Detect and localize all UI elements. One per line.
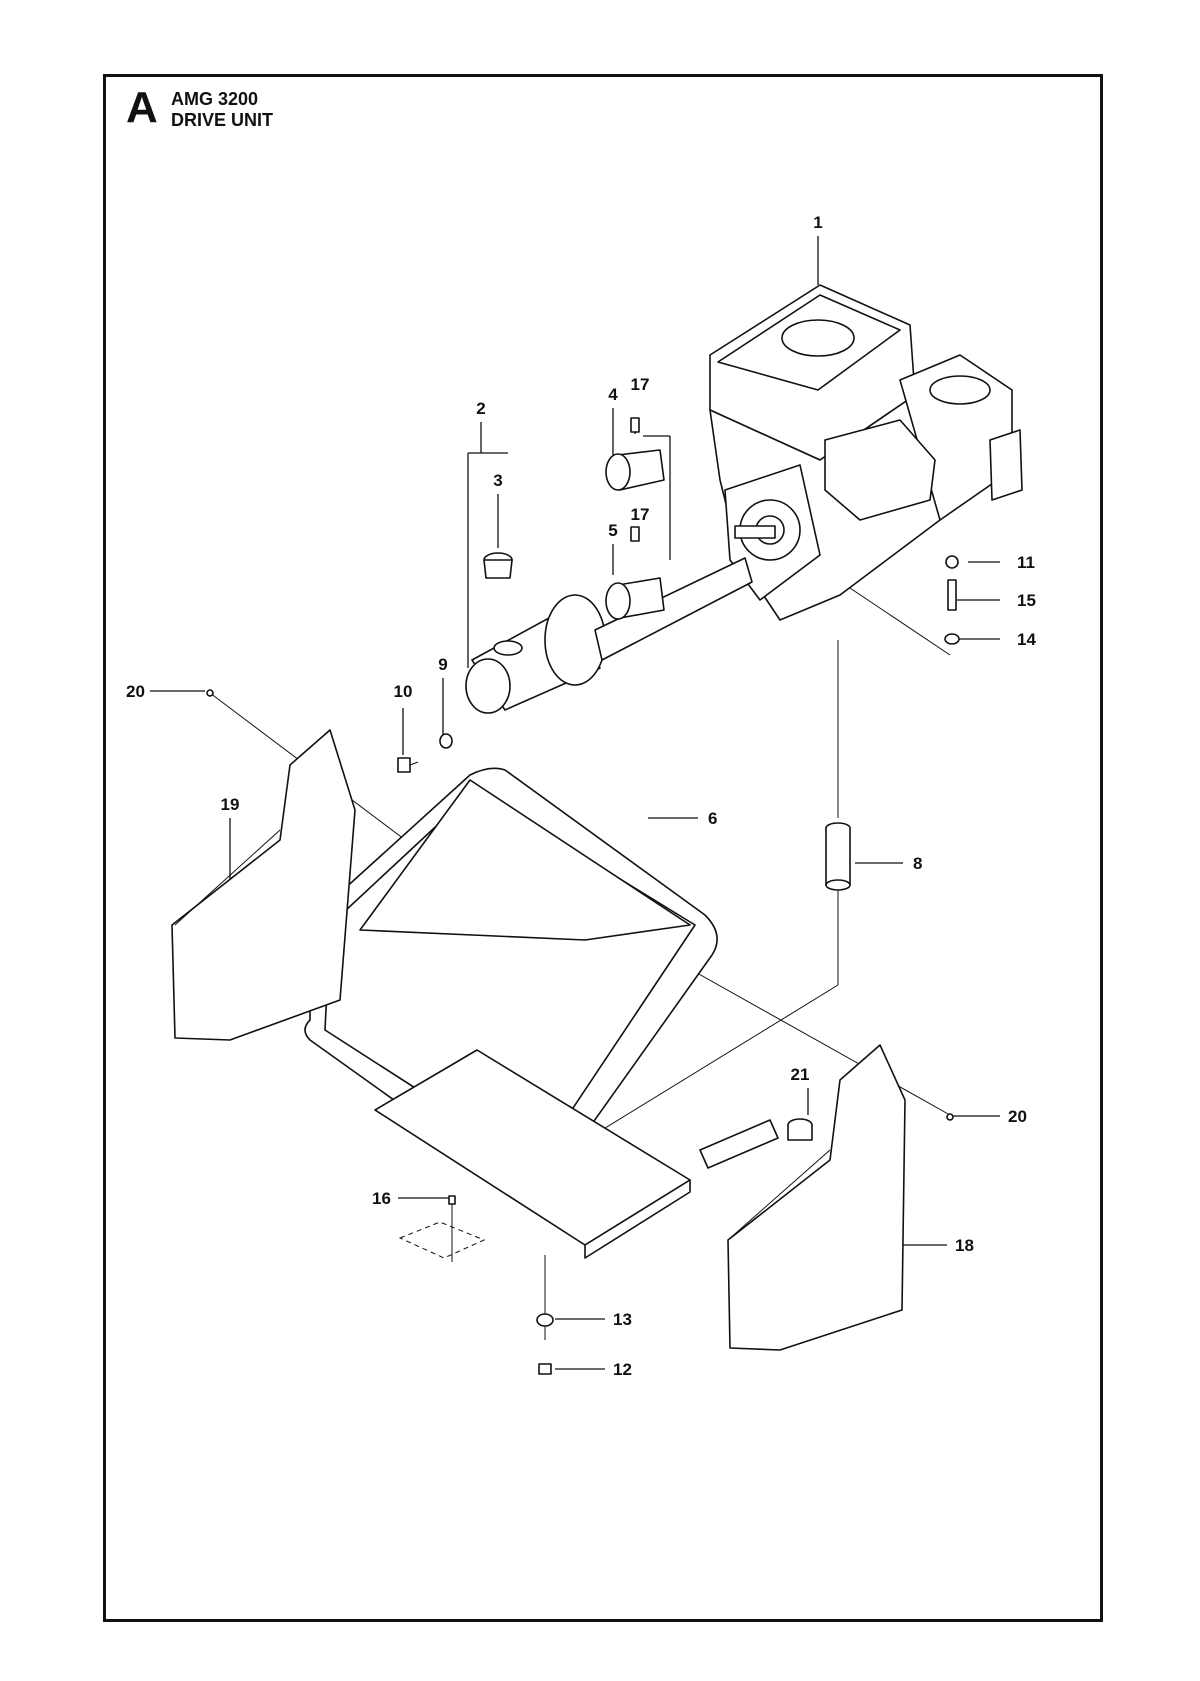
section-letter: A (126, 83, 158, 132)
mount-outline-16 (398, 1221, 486, 1259)
callout-4: 4 (608, 385, 618, 404)
callout-17b: 17 (631, 505, 650, 524)
callout-15: 15 (1017, 591, 1036, 610)
stud-15 (947, 579, 957, 611)
leader-lines (150, 236, 1000, 1370)
set-screw-17b (630, 526, 640, 542)
plug-21 (787, 1118, 813, 1141)
callout-20b: 20 (1008, 1107, 1027, 1126)
model-title: AMG 3200 (171, 89, 259, 109)
callout-5: 5 (608, 521, 617, 540)
plug-3 (483, 552, 513, 579)
bolt-10 (397, 757, 419, 773)
callout-17a: 17 (631, 375, 650, 394)
washer-9 (439, 733, 453, 749)
nut-13 (536, 1313, 554, 1327)
callout-6: 6 (708, 809, 717, 828)
coupling-5 (605, 577, 665, 620)
coupling-4 (605, 449, 665, 491)
screw-20a (206, 689, 214, 697)
callout-21: 21 (791, 1065, 810, 1084)
callout-13: 13 (613, 1310, 632, 1329)
callout-11: 11 (1017, 553, 1035, 572)
set-screw-17a (630, 417, 640, 433)
callout-2: 2 (476, 399, 485, 418)
callout-1: 1 (813, 213, 822, 232)
callout-20a: 20 (126, 682, 145, 701)
washer-14 (944, 633, 960, 645)
page-frame (103, 74, 1103, 1622)
callout-labels: 1 2 3 4 17 17 5 9 10 11 15 14 20 19 6 8 … (126, 213, 1036, 1379)
callout-8: 8 (913, 854, 922, 873)
assembly-title: DRIVE UNIT (171, 110, 274, 130)
cover-19 (171, 729, 356, 1041)
screw-16 (448, 1195, 456, 1205)
callout-14: 14 (1017, 630, 1036, 649)
drive-shaft-housing (465, 557, 753, 714)
callout-16: 16 (372, 1189, 391, 1208)
callout-19: 19 (221, 795, 240, 814)
screw-20b (946, 1113, 954, 1121)
callout-12: 12 (613, 1360, 632, 1379)
callout-3: 3 (493, 471, 502, 490)
damper-8 (825, 822, 851, 891)
callout-10: 10 (394, 682, 413, 701)
engine (709, 284, 1023, 621)
frame-6 (304, 767, 779, 1259)
cover-18 (727, 1044, 906, 1351)
callout-18: 18 (955, 1236, 974, 1255)
callout-9: 9 (438, 655, 447, 674)
nut-11 (945, 555, 959, 569)
bolt-12 (538, 1363, 552, 1375)
